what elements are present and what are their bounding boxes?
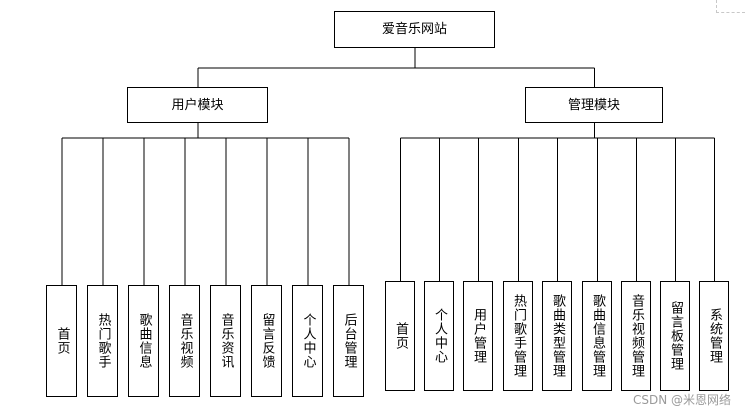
module-user-label: 用户模块 xyxy=(171,97,224,113)
user-leaf-label: 后台管理 xyxy=(341,313,357,369)
admin-leaf: 音乐视频管理 xyxy=(621,281,651,391)
admin-leaf-label: 热门歌手管理 xyxy=(511,294,526,378)
user-leaf: 个人中心 xyxy=(292,285,323,397)
root-label: 爱音乐网站 xyxy=(381,22,447,37)
admin-leaf: 首页 xyxy=(385,281,415,391)
user-leaf-label: 留言反馈 xyxy=(259,313,275,369)
admin-leaf: 系统管理 xyxy=(699,281,729,391)
user-leaf: 热门歌手 xyxy=(87,285,118,397)
user-leaf: 后台管理 xyxy=(333,285,364,397)
admin-leaf-label: 系统管理 xyxy=(707,308,722,364)
module-user: 用户模块 xyxy=(127,87,268,123)
admin-leaf: 歌曲信息管理 xyxy=(582,281,612,391)
admin-leaf-label: 音乐视频管理 xyxy=(629,294,644,378)
user-leaf-label: 歌曲信息 xyxy=(136,313,152,369)
admin-leaf-label: 个人中心 xyxy=(432,308,447,364)
admin-leaf-label: 留言板管理 xyxy=(668,301,683,371)
admin-leaf: 留言板管理 xyxy=(660,281,690,391)
admin-leaf-label: 歌曲信息管理 xyxy=(590,294,605,378)
root-node: 爱音乐网站 xyxy=(334,11,495,48)
user-leaf-label: 首页 xyxy=(54,327,70,355)
admin-leaf-label: 用户管理 xyxy=(471,308,486,364)
admin-leaf: 个人中心 xyxy=(424,281,454,391)
admin-leaf: 热门歌手管理 xyxy=(503,281,533,391)
user-leaf: 音乐视频 xyxy=(169,285,200,397)
admin-leaf: 用户管理 xyxy=(463,281,493,391)
user-leaf-label: 音乐资讯 xyxy=(218,313,234,369)
user-leaf: 音乐资讯 xyxy=(210,285,241,397)
user-leaf: 歌曲信息 xyxy=(128,285,159,397)
corner-marker xyxy=(716,0,745,13)
user-leaf: 留言反馈 xyxy=(251,285,282,397)
user-leaf-label: 热门歌手 xyxy=(95,313,111,369)
admin-leaf-label: 首页 xyxy=(393,322,408,350)
watermark: CSDN @米恩网络 xyxy=(632,393,731,407)
module-admin-label: 管理模块 xyxy=(567,97,620,113)
user-leaf: 首页 xyxy=(46,285,77,397)
admin-leaf-label: 歌曲类型管理 xyxy=(550,294,565,378)
user-leaf-label: 音乐视频 xyxy=(177,313,193,369)
module-admin: 管理模块 xyxy=(525,87,663,123)
user-leaf-label: 个人中心 xyxy=(300,313,316,369)
admin-leaf: 歌曲类型管理 xyxy=(542,281,572,391)
